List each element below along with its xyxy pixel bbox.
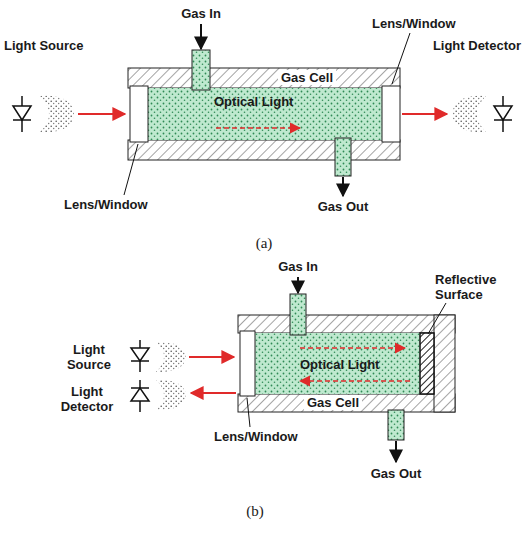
- port-label: Gas In: [268, 259, 328, 274]
- flow-arrow: [297, 277, 299, 293]
- component-label: Light Detector: [52, 384, 122, 414]
- art-path: [13, 106, 31, 120]
- gas-pipe: [388, 410, 404, 440]
- component-label: Light Detector: [417, 38, 521, 53]
- gas-cell: Gas Cell Optical Light: [238, 315, 455, 412]
- art-path: [452, 96, 486, 132]
- light-source-a: [13, 96, 74, 132]
- art-line: [131, 387, 149, 389]
- art-line: [502, 96, 504, 106]
- art-line: [139, 361, 141, 372]
- port-label: Gas Out: [366, 466, 426, 481]
- port-label: Gas In: [171, 6, 231, 21]
- art-line: [21, 120, 23, 132]
- art-line: [21, 96, 23, 106]
- gas-cell: Gas CellOptical Light: [128, 68, 400, 160]
- light-ray: [300, 347, 405, 349]
- art-line: [139, 401, 141, 412]
- light-source-b: [131, 340, 186, 372]
- light-ray: [189, 356, 234, 358]
- art-line: [139, 340, 141, 348]
- light-ray: [300, 380, 410, 382]
- figure-caption: (b): [235, 504, 275, 519]
- window: [382, 86, 400, 142]
- cell-wall: [238, 315, 455, 333]
- component-label: Light Source: [4, 38, 104, 53]
- light-ray: [78, 113, 125, 115]
- light-detector-a: [452, 96, 512, 132]
- light-ray: [216, 127, 300, 129]
- art-path: [131, 348, 149, 361]
- flow-arrow: [342, 177, 344, 196]
- art-path: [494, 106, 512, 120]
- cell-wall: [434, 315, 455, 412]
- gas-pipe: [192, 50, 210, 90]
- part-label: Lens/Window: [372, 16, 472, 31]
- art-path: [131, 388, 149, 401]
- cell-wall: [238, 394, 455, 412]
- cell-wall: [128, 68, 400, 88]
- cell-name: Gas Cell: [278, 70, 336, 85]
- light-ray: [191, 392, 236, 394]
- gas-pipe: [335, 138, 351, 176]
- leader-line: [392, 33, 410, 84]
- light-label: Optical Light: [300, 357, 379, 372]
- art-path: [156, 380, 186, 410]
- cell-name: Gas Cell: [304, 395, 362, 410]
- window: [240, 331, 255, 396]
- art-path: [40, 96, 74, 132]
- leader-line: [428, 303, 446, 334]
- component-label: Light Source: [58, 342, 120, 372]
- window: [130, 86, 148, 142]
- art-line: [502, 120, 504, 132]
- gas-volume: [255, 333, 420, 394]
- part-label: Reflective Surface: [435, 272, 521, 302]
- light-detector-b: [131, 380, 186, 412]
- figure-caption: (a): [244, 236, 284, 251]
- gas-pipe: [290, 294, 306, 335]
- part-label: Lens/Window: [214, 429, 314, 444]
- flow-arrow: [395, 441, 397, 462]
- leader-line: [124, 144, 138, 195]
- reflective-surface: [420, 333, 434, 394]
- part-label: Lens/Window: [64, 197, 164, 212]
- light-ray: [402, 113, 447, 115]
- art-path: [156, 342, 186, 372]
- light-label: Optical Light: [214, 94, 293, 109]
- leader-line: [247, 398, 250, 427]
- port-label: Gas Out: [313, 199, 373, 214]
- cell-wall: [128, 140, 400, 160]
- gas-cell-a: [128, 24, 400, 196]
- flow-arrow: [200, 24, 202, 49]
- gas-volume: [148, 88, 382, 140]
